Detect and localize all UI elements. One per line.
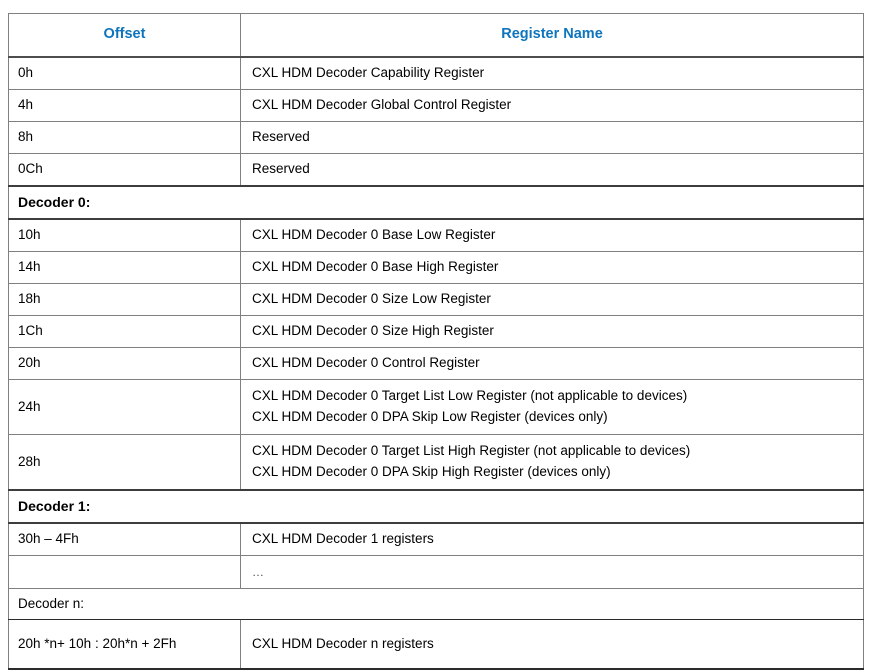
- register-name-value: CXL HDM Decoder 0 Control Register: [252, 355, 480, 371]
- register-name-value: CXL HDM Decoder n registers: [252, 635, 434, 651]
- register-name-cell: CXL HDM Decoder Global Control Register: [240, 89, 864, 122]
- section-header-label: Decoder n:: [18, 595, 85, 611]
- offset-cell: 18h: [8, 282, 241, 316]
- register-name-value: CXL HDM Decoder Capability Register: [252, 65, 485, 81]
- offset-cell: 20h: [8, 346, 241, 380]
- register-name-cell: CXL HDM Decoder 0 Base High Register: [240, 250, 864, 284]
- table-row-ellipsis: …: [8, 554, 864, 589]
- offset-cell: 28h: [8, 433, 241, 491]
- offset-cell: 24h: [8, 378, 241, 435]
- offset-cell: 0Ch: [8, 153, 241, 187]
- column-header-register-name-label: Register Name: [501, 26, 603, 43]
- register-name-cell: CXL HDM Decoder 0 Target List High Regis…: [240, 433, 864, 491]
- table-row: 20h *n+ 10h : 20h*n + 2Fh CXL HDM Decode…: [8, 619, 864, 670]
- register-name-value: CXL HDM Decoder 0 Base High Register: [252, 259, 499, 275]
- section-header-cell: Decoder 1:: [8, 488, 864, 524]
- offset-cell: 10h: [8, 218, 241, 252]
- register-name-value: CXL HDM Decoder 1 registers: [252, 531, 434, 547]
- register-name-cell: CXL HDM Decoder n registers: [240, 619, 864, 670]
- table-row: 18h CXL HDM Decoder 0 Size Low Register: [8, 282, 864, 316]
- offset-value: 0Ch: [18, 161, 43, 177]
- offset-value: 20h *n+ 10h : 20h*n + 2Fh: [18, 635, 177, 651]
- table-row: 14h CXL HDM Decoder 0 Base High Register: [8, 250, 864, 284]
- offset-value: 8h: [18, 129, 34, 145]
- register-name-value-group: CXL HDM Decoder 0 Target List Low Regist…: [241, 380, 863, 434]
- register-name-value: CXL HDM Decoder 0 Base Low Register: [252, 227, 496, 243]
- offset-value: 20h: [18, 355, 41, 371]
- table-row: 4h CXL HDM Decoder Global Control Regist…: [8, 89, 864, 122]
- section-header-label: Decoder 1:: [18, 497, 91, 514]
- register-name-value-group: CXL HDM Decoder 0 Target List High Regis…: [241, 435, 863, 489]
- offset-value: 4h: [18, 97, 34, 113]
- column-header-offset-label: Offset: [103, 26, 146, 43]
- table-row: 0Ch Reserved: [8, 153, 864, 187]
- table-row: 1Ch CXL HDM Decoder 0 Size High Register: [8, 314, 864, 348]
- table-body: 0h CXL HDM Decoder Capability Register 4…: [8, 56, 864, 670]
- register-name-value-line-2: CXL HDM Decoder 0 DPA Skip Low Register …: [252, 408, 608, 424]
- register-name-cell: Reserved: [240, 121, 864, 154]
- ellipsis-value: …: [252, 564, 265, 579]
- table-row: 30h – 4Fh CXL HDM Decoder 1 registers: [8, 522, 864, 556]
- register-name-cell: CXL HDM Decoder 0 Size High Register: [240, 314, 864, 348]
- hdm-decoder-register-table: Offset Register Name 0h CXL HDM Decoder …: [8, 13, 864, 670]
- register-name-value: CXL HDM Decoder 0 Size Low Register: [252, 291, 491, 307]
- register-name-cell: Reserved: [240, 153, 864, 187]
- offset-cell: 0h: [8, 56, 241, 90]
- column-header-offset: Offset: [8, 13, 241, 58]
- register-name-cell: CXL HDM Decoder 0 Control Register: [240, 346, 864, 380]
- register-name-value: CXL HDM Decoder 0 Size High Register: [252, 323, 494, 339]
- section-header-row-decoder-n: Decoder n:: [8, 587, 864, 621]
- register-name-cell: CXL HDM Decoder 0 Size Low Register: [240, 282, 864, 316]
- table-header: Offset Register Name: [8, 13, 864, 58]
- offset-value: 1Ch: [18, 323, 43, 339]
- section-header-cell: Decoder n:: [8, 587, 864, 621]
- section-header-label: Decoder 0:: [18, 194, 91, 210]
- offset-value: 14h: [18, 259, 41, 275]
- section-header-row-decoder-0: Decoder 0:: [8, 185, 864, 220]
- register-name-cell: CXL HDM Decoder 0 Target List Low Regist…: [240, 378, 864, 435]
- table-row: 8h Reserved: [8, 121, 864, 154]
- table-header-row: Offset Register Name: [8, 13, 864, 58]
- section-header-row-decoder-1: Decoder 1:: [8, 488, 864, 524]
- register-name-value-line-1: CXL HDM Decoder 0 Target List Low Regist…: [252, 387, 688, 403]
- offset-value: 18h: [18, 291, 41, 307]
- table-row: 20h CXL HDM Decoder 0 Control Register: [8, 346, 864, 380]
- offset-value: 10h: [18, 227, 41, 243]
- offset-value: 28h: [18, 453, 41, 469]
- register-name-cell: CXL HDM Decoder Capability Register: [240, 56, 864, 90]
- offset-value: 30h – 4Fh: [18, 531, 79, 547]
- table-row: 24h CXL HDM Decoder 0 Target List Low Re…: [8, 378, 864, 435]
- offset-value: 24h: [18, 398, 41, 414]
- section-header-cell: Decoder 0:: [8, 185, 864, 220]
- register-name-value: CXL HDM Decoder Global Control Register: [252, 97, 512, 113]
- register-name-cell: CXL HDM Decoder 0 Base Low Register: [240, 218, 864, 252]
- register-name-value-line-1: CXL HDM Decoder 0 Target List High Regis…: [252, 442, 691, 458]
- offset-cell: 30h – 4Fh: [8, 522, 241, 556]
- register-name-value: Reserved: [252, 161, 310, 177]
- register-name-value-line-2: CXL HDM Decoder 0 DPA Skip High Register…: [252, 463, 611, 479]
- table-row: 28h CXL HDM Decoder 0 Target List High R…: [8, 433, 864, 491]
- column-header-register-name: Register Name: [240, 13, 864, 58]
- offset-cell: 1Ch: [8, 314, 241, 348]
- offset-cell: 4h: [8, 89, 241, 122]
- offset-value: 0h: [18, 65, 34, 81]
- register-name-value: Reserved: [252, 129, 310, 145]
- table-row: 10h CXL HDM Decoder 0 Base Low Register: [8, 218, 864, 252]
- offset-value: [9, 566, 240, 578]
- offset-cell: 20h *n+ 10h : 20h*n + 2Fh: [8, 619, 241, 670]
- offset-cell: 14h: [8, 250, 241, 284]
- table-row: 0h CXL HDM Decoder Capability Register: [8, 56, 864, 90]
- register-name-cell: …: [240, 554, 864, 589]
- register-name-cell: CXL HDM Decoder 1 registers: [240, 522, 864, 556]
- offset-cell: [8, 554, 241, 589]
- offset-cell: 8h: [8, 121, 241, 154]
